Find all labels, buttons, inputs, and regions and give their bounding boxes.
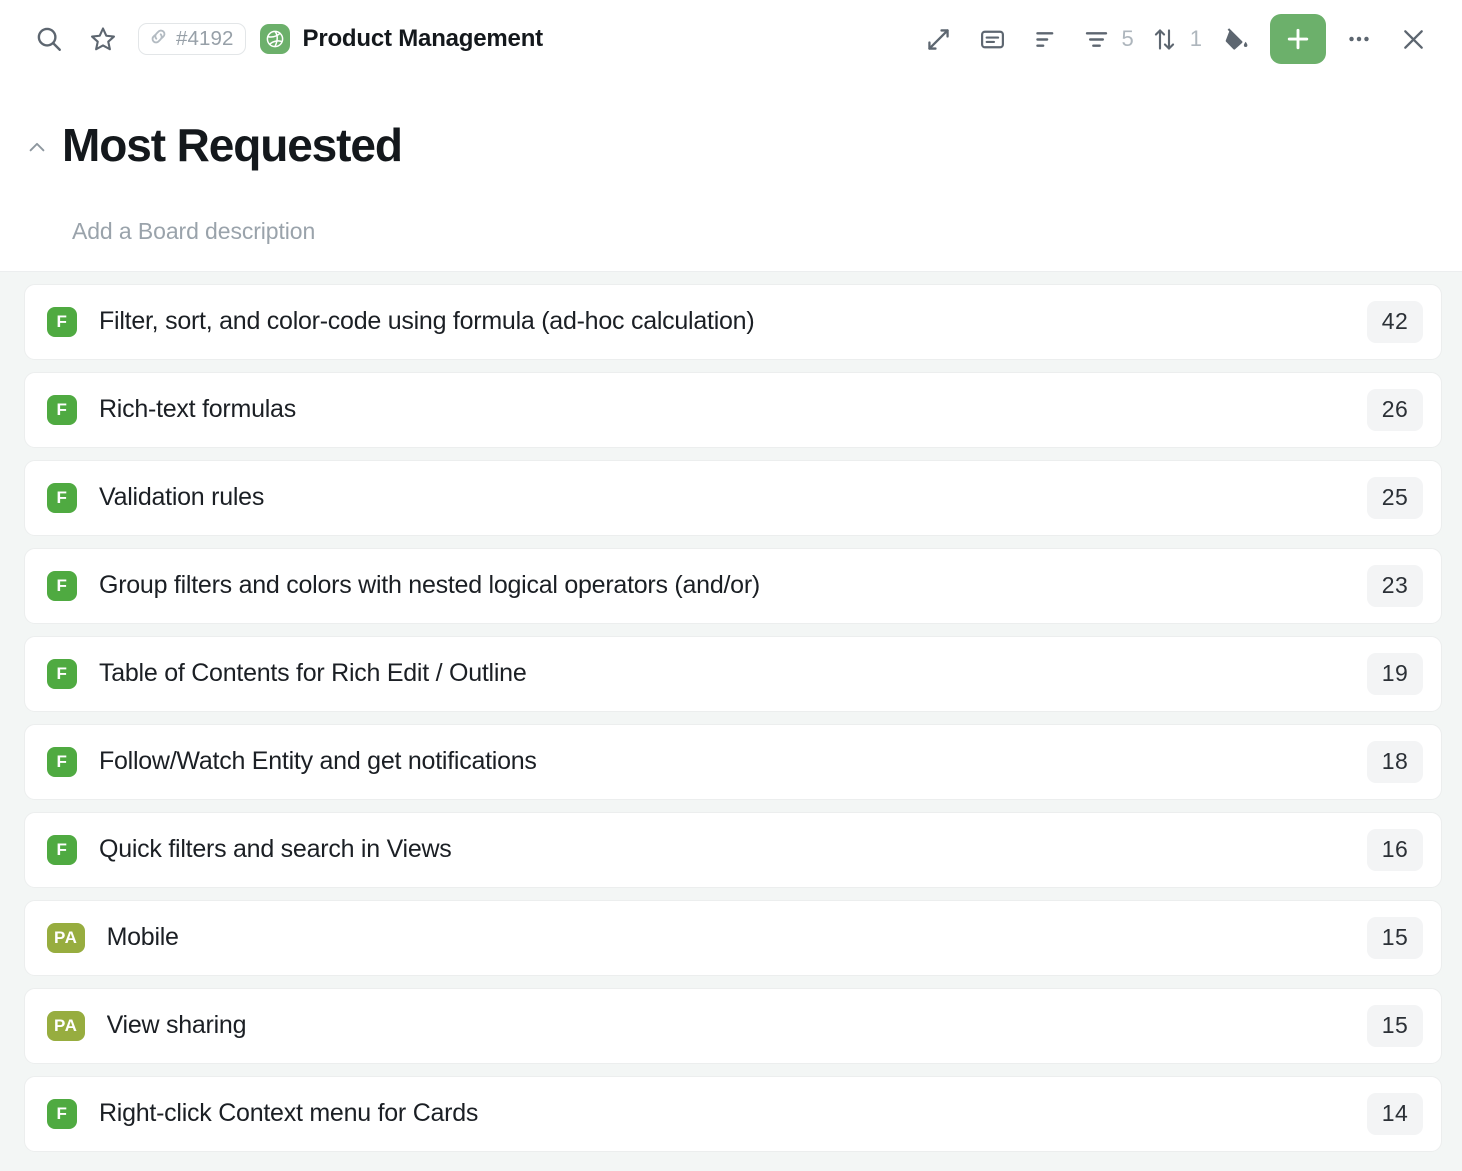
entity-id-text: #4192 — [176, 27, 234, 50]
list-item[interactable]: F Quick filters and search in Views 16 — [24, 811, 1442, 888]
item-type-badge: F — [47, 482, 77, 513]
workspace-logo-icon[interactable] — [259, 24, 290, 54]
vote-count-badge[interactable]: 42 — [1367, 300, 1423, 343]
item-type-badge: PA — [47, 922, 85, 953]
chevron-up-icon[interactable] — [26, 137, 48, 159]
list-item[interactable]: F Filter, sort, and color-code using form… — [24, 283, 1442, 360]
item-title: Table of Contents for Rich Edit / Outlin… — [99, 659, 527, 688]
item-title: Filter, sort, and color-code using formu… — [99, 307, 755, 336]
sort-control[interactable]: 1 — [1142, 12, 1210, 66]
vote-count-badge[interactable]: 15 — [1367, 1004, 1423, 1047]
filter-icon[interactable] — [1074, 12, 1120, 66]
list-item[interactable]: F Group filters and colors with nested lo… — [24, 547, 1442, 624]
board-header: Most Requested Add a Board description — [0, 78, 1462, 271]
vote-count-badge[interactable]: 26 — [1367, 388, 1423, 431]
list-item[interactable]: F Right-click Context menu for Cards 14 — [24, 1075, 1442, 1152]
item-type-badge: PA — [47, 1010, 85, 1041]
close-icon[interactable] — [1386, 12, 1440, 66]
search-icon[interactable] — [22, 12, 76, 66]
item-title: Quick filters and search in Views — [99, 835, 452, 864]
link-icon — [148, 26, 169, 52]
item-type-badge: F — [47, 570, 77, 601]
paint-bucket-icon[interactable] — [1210, 12, 1264, 66]
list-item[interactable]: PA Mobile 15 — [24, 899, 1442, 976]
list-item[interactable]: PA View sharing 15 — [24, 987, 1442, 1064]
item-type-badge: F — [47, 834, 77, 865]
more-options-icon[interactable] — [1332, 12, 1386, 66]
vote-count-badge[interactable]: 14 — [1367, 1092, 1423, 1135]
vote-count-badge[interactable]: 16 — [1367, 828, 1423, 871]
vote-count-badge[interactable]: 25 — [1367, 476, 1423, 519]
vote-count-badge[interactable]: 15 — [1367, 916, 1423, 959]
toolbar-left-group: #4192 Product Management — [22, 12, 543, 66]
item-title: Group filters and colors with nested log… — [99, 571, 760, 600]
sort-icon[interactable] — [1142, 12, 1188, 66]
rows-container: F Filter, sort, and color-code using form… — [24, 283, 1442, 1152]
list-item[interactable]: F Follow/Watch Entity and get notificatio… — [24, 723, 1442, 800]
vote-count-badge[interactable]: 19 — [1367, 652, 1423, 695]
group-icon[interactable] — [1020, 12, 1074, 66]
filter-control[interactable]: 5 — [1074, 12, 1142, 66]
item-title: Right-click Context menu for Cards — [99, 1099, 479, 1128]
list-item[interactable]: F Table of Contents for Rich Edit / Outli… — [24, 635, 1442, 712]
top-toolbar: #4192 Product Management — [0, 0, 1462, 78]
sort-count: 1 — [1189, 26, 1202, 51]
item-title: Validation rules — [99, 483, 265, 512]
page-title[interactable]: Most Requested — [62, 118, 403, 171]
list-item[interactable]: F Validation rules 25 — [24, 459, 1442, 536]
item-title: Rich-text formulas — [99, 395, 296, 424]
expand-icon[interactable] — [912, 12, 966, 66]
item-type-badge: F — [47, 746, 77, 777]
item-type-badge: F — [47, 658, 77, 689]
item-title: Follow/Watch Entity and get notification… — [99, 747, 537, 776]
board-description-placeholder[interactable]: Add a Board description — [72, 217, 316, 244]
item-type-badge: F — [47, 1098, 77, 1129]
board-title-row: Most Requested — [0, 90, 1462, 200]
notes-icon[interactable] — [966, 12, 1020, 66]
star-icon[interactable] — [76, 12, 130, 66]
filter-count: 5 — [1121, 26, 1134, 51]
vote-count-badge[interactable]: 23 — [1367, 564, 1423, 607]
item-type-badge: F — [47, 394, 77, 425]
entity-id-pill[interactable]: #4192 — [138, 23, 246, 55]
list-item[interactable]: F Rich-text formulas 26 — [24, 371, 1442, 448]
add-button[interactable] — [1270, 14, 1326, 64]
item-type-badge: F — [47, 306, 77, 337]
item-title: View sharing — [106, 1011, 247, 1040]
item-title: Mobile — [106, 923, 179, 952]
vote-count-badge[interactable]: 18 — [1367, 740, 1423, 783]
board-list: F Filter, sort, and color-code using form… — [0, 270, 1462, 1171]
toolbar-right-group: 5 1 — [912, 12, 1441, 66]
workspace-title: Product Management — [302, 25, 544, 52]
